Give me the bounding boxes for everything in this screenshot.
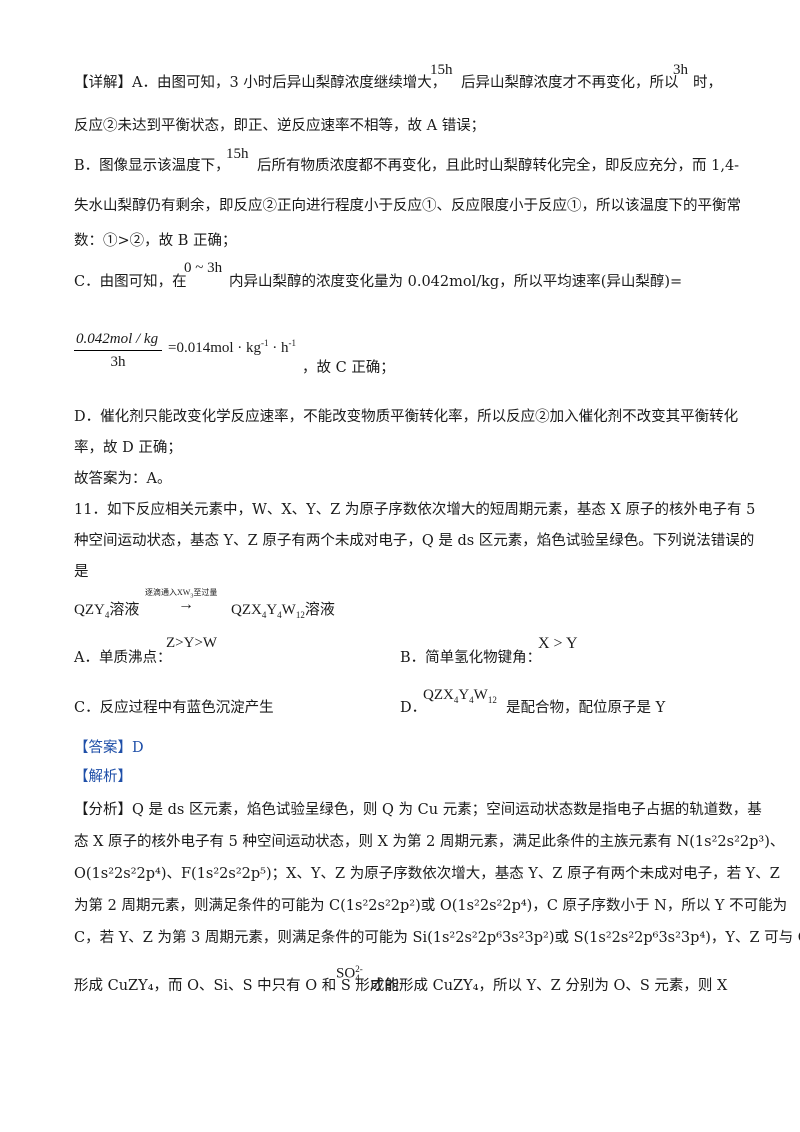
text-line: 后异山梨醇浓度才不再变化，所以 [461, 75, 679, 91]
math-3h: 3h [673, 62, 688, 78]
rate-result: =0.014mol · kg-1 · h-1 [168, 338, 297, 357]
rate-fraction: 0.042mol / kg 3h [74, 331, 163, 371]
option-a: A．单质沸点： [74, 650, 172, 666]
reaction-product: QZX4Y4W12溶液 [231, 602, 335, 620]
text: 【详解】A．由图可知，3 小时后异山梨醇浓度继续增大， [74, 75, 447, 91]
text-line: 后所有物质浓度都不再变化，且此时山梨醇转化完全，即反应充分，而 1,4- [257, 158, 740, 174]
analysis-line: 【分析】Q 是 ds 区元素，焰色试验呈绿色，则 Q 为 Cu 元素；空间运动状… [74, 802, 762, 818]
option-d: D． [400, 700, 427, 716]
reaction-condition: 逐滴通入XW3至过量 [145, 588, 218, 600]
analysis-label: 【解析】 [74, 769, 132, 785]
fraction-numerator: 0.042mol / kg [74, 331, 163, 351]
math-15h: 15h [226, 146, 249, 162]
text-line: 率，故 D 正确； [74, 440, 182, 456]
analysis-line: C，若 Y、Z 为第 3 周期元素，则满足条件的可能为 Si(1s²2s²2p⁶… [74, 930, 800, 946]
text-line: 【详解】A．由图可知，3 小时后异山梨醇浓度继续增大， [74, 74, 446, 92]
option-d-tail: 是配合物，配位原子是 Y [506, 700, 666, 716]
option-c: C．反应过程中有蓝色沉淀产生 [74, 700, 274, 716]
text-line: 失水山梨醇仍有剩余，即反应②正向进行程度小于反应①、反应限度小于反应①，所以该温… [74, 198, 741, 214]
answer-label: 【答案】D [74, 740, 144, 756]
option-b: B．简单氢化物键角： [400, 650, 542, 666]
text-line: B．图像显示该温度下， [74, 158, 230, 174]
question-line: 11．如下反应相关元素中，W、X、Y、Z 为原子序数依次增大的短周期元素，基态 … [74, 502, 756, 518]
analysis-line: 为第 2 周期元素，则满足条件的可能为 C(1s²2s²2p²)或 O(1s²2… [74, 898, 788, 914]
question-line: 是 [74, 564, 89, 580]
text-line: 故答案为：A。 [74, 471, 172, 487]
analysis-line: O(1s²2s²2p⁴)、F(1s²2s²2p⁵)；X、Y、Z 为原子序数依次增… [74, 866, 780, 882]
analysis-line: 态 X 原子的核外电子有 5 种空间运动状态，则 X 为第 2 周期元素，满足此… [74, 834, 785, 850]
text-line: 数：①>②，故 B 正确； [74, 233, 237, 249]
option-b-math: X > Y [538, 635, 578, 652]
option-d-formula: QZX4Y4W12 [423, 687, 497, 705]
math-range: 0 ~ 3h [184, 260, 223, 276]
analysis-line: 形成 CuZY₄，而 O、Si、S 中只有 O 和 S 形成的 [74, 978, 399, 994]
question-line: 种空间运动状态，基态 Y、Z 原子有两个未成对电子，Q 是 ds 区元素，焰色试… [74, 533, 755, 549]
option-a-math: Z>Y>W [166, 635, 218, 651]
text-line: ，故 C 正确； [302, 360, 395, 376]
text-line: D．催化剂只能改变化学反应速率，不能改变物质平衡转化率，所以反应②加入催化剂不改… [74, 409, 739, 425]
text-line: 内异山梨醇的浓度变化量为 0.042mol/kg，所以平均速率(异山梨醇)= [229, 274, 683, 290]
analysis-line: 才能形成 CuZY₄，所以 Y、Z 分别为 O、S 元素，则 X [370, 978, 728, 994]
reaction-reactant: QZY4溶液 [74, 602, 140, 620]
math-15h: 15h [430, 62, 453, 78]
text-line: 时， [693, 75, 722, 91]
text-line: C．由图可知，在 [74, 274, 187, 290]
reaction-arrow: → [178, 596, 194, 613]
text-line: 反应②未达到平衡状态，即正、逆反应速率不相等，故 A 错误； [74, 118, 486, 134]
fraction-denominator: 3h [110, 354, 126, 370]
